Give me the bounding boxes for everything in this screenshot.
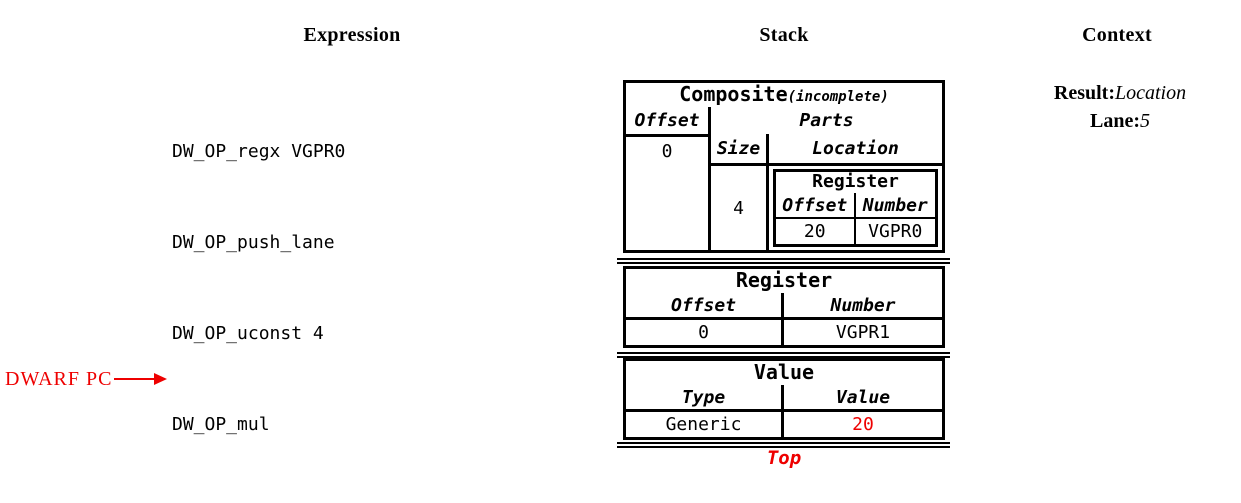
stack-entry-value: Value Type Value Generic 20 xyxy=(623,358,945,440)
stack-entry-separator xyxy=(617,352,950,358)
composite-part-row: 4 Register Offset Number 20 VGPR0 xyxy=(711,166,942,250)
nested-register-offset-header: Offset xyxy=(776,193,856,217)
context-result-label: Result: xyxy=(1053,82,1115,104)
stack-entry-separator xyxy=(617,442,950,448)
composite-part-location-cell: Register Offset Number 20 VGPR0 xyxy=(769,166,942,250)
nested-register-number-header: Number xyxy=(862,194,928,216)
register-offset-header: Offset xyxy=(626,293,784,317)
composite-body: Offset 0 Parts Size Location 4 Register xyxy=(626,107,942,250)
expression-op: DW_OP_mul xyxy=(172,414,270,436)
column-header-expression: Expression xyxy=(303,24,401,46)
column-header-context: Context xyxy=(1082,24,1152,46)
context-result-value: Location xyxy=(1114,82,1187,104)
register-offset-value: 0 xyxy=(626,320,784,345)
composite-size-location-header-row: Size Location xyxy=(711,134,942,166)
value-value-value: 20 xyxy=(852,414,874,435)
composite-incomplete-note: (incomplete) xyxy=(787,89,889,105)
context-block: Result:Location Lane:5 xyxy=(1038,79,1202,135)
value-title: Value xyxy=(753,360,815,384)
register-header-row: Offset Number xyxy=(626,293,942,320)
expression-op-list: DW_OP_regx VGPR0 DW_OP_push_lane DW_OP_u… xyxy=(172,76,345,503)
register-number-header: Number xyxy=(830,294,896,316)
expression-op: DW_OP_uconst 4 xyxy=(172,323,324,345)
composite-offset-value: 0 xyxy=(661,140,673,162)
register-value-row: 0 VGPR1 xyxy=(626,320,942,345)
arrow-right-icon xyxy=(154,373,168,385)
stack-entry-separator xyxy=(617,258,950,264)
nested-register-value-row: 20 VGPR0 xyxy=(776,219,935,244)
value-header-row: Type Value xyxy=(626,385,942,412)
composite-parts-header: Parts xyxy=(799,110,854,131)
nested-register-number-value: VGPR0 xyxy=(868,221,923,242)
expression-op: DW_OP_push_lane xyxy=(172,232,335,254)
context-lane-value: 5 xyxy=(1140,110,1150,132)
stack-top-label: Top xyxy=(766,447,802,469)
context-lane-label: Lane: xyxy=(1090,110,1140,132)
value-type-value: Generic xyxy=(626,412,784,437)
stack-entry-composite: Composite(incomplete) Offset 0 Parts Siz… xyxy=(623,80,945,253)
dwarf-pc-label: DWARF PC xyxy=(5,367,113,390)
composite-offset-header: Offset xyxy=(626,107,708,137)
composite-part-size-value: 4 xyxy=(711,166,769,250)
nested-register-offset-value: 20 xyxy=(776,219,856,244)
column-header-stack: Stack xyxy=(759,24,809,46)
value-value-row: Generic 20 xyxy=(626,412,942,437)
nested-register-header-row: Offset Number xyxy=(776,193,935,219)
dwarf-pc-arrow-line xyxy=(114,378,155,380)
composite-location-header: Location xyxy=(812,138,899,159)
register-number-value: VGPR1 xyxy=(835,322,891,343)
context-lane-line: Lane:5 xyxy=(1038,107,1202,135)
dwarf-pc-marker: DWARF PC xyxy=(5,366,168,392)
composite-title-row: Composite(incomplete) xyxy=(626,83,942,107)
value-value-header: Value xyxy=(835,386,891,408)
composite-title: Composite xyxy=(679,82,788,106)
composite-parts-column: Parts Size Location 4 Register Offset Nu… xyxy=(711,107,942,250)
composite-size-header: Size xyxy=(711,134,769,163)
register-title: Register xyxy=(735,268,833,292)
expression-op: DW_OP_regx VGPR0 xyxy=(172,140,346,162)
stack-entry-register: Register Offset Number 0 VGPR1 xyxy=(623,266,945,348)
value-type-header: Type xyxy=(626,385,784,409)
nested-register-table: Register Offset Number 20 VGPR0 xyxy=(773,169,938,247)
context-result-line: Result:Location xyxy=(1038,79,1202,107)
composite-offset-column: Offset 0 xyxy=(626,107,711,250)
nested-register-title: Register xyxy=(812,171,899,192)
